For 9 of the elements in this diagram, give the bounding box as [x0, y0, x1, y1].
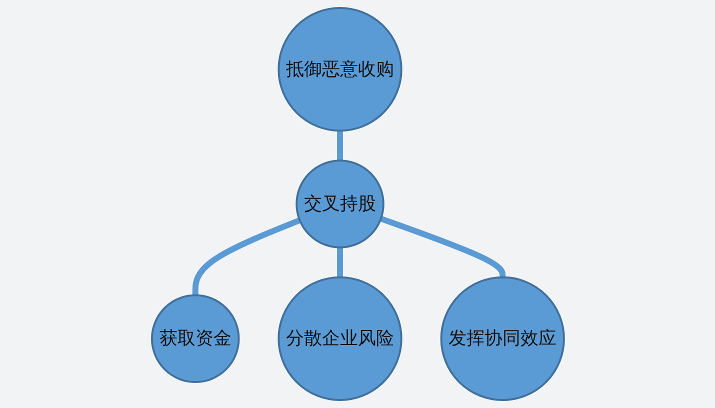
connector	[336, 246, 343, 278]
node-circle: 抵御恶意收购	[277, 6, 402, 132]
node-circle: 获取资金	[150, 294, 240, 384]
node-circle: 交叉持股	[295, 160, 384, 248]
connector	[336, 130, 343, 162]
connector	[192, 217, 300, 296]
connector	[379, 216, 506, 278]
node-circle: 分散企业风险	[277, 276, 402, 402]
node-circle: 发挥协同效应	[440, 276, 564, 402]
